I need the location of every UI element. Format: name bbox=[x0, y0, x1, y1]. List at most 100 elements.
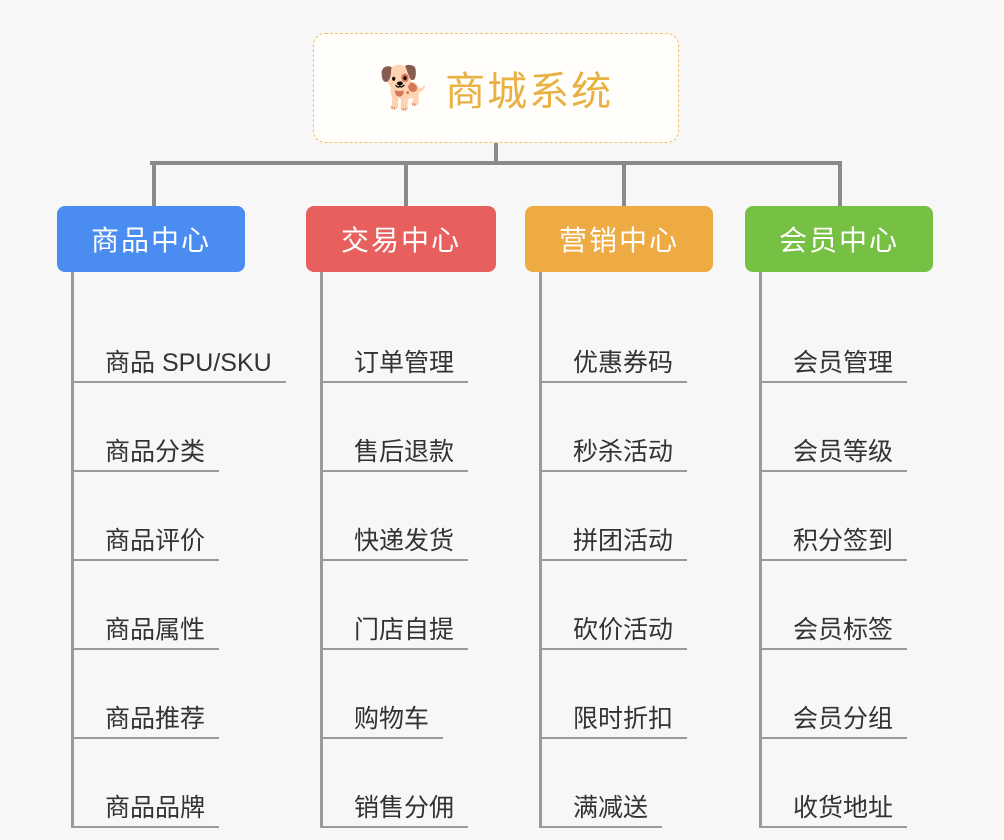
leaf-item-label: 满减送 bbox=[573, 793, 649, 822]
leaf-item-label: 会员管理 bbox=[793, 348, 894, 377]
leaf-item-underline bbox=[320, 559, 468, 561]
leaf-item-label: 秒杀活动 bbox=[573, 437, 674, 466]
leaf-item-label: 优惠券码 bbox=[573, 348, 674, 377]
branch-trunk-trade-center bbox=[320, 272, 323, 828]
leaf-item-underline bbox=[759, 470, 907, 472]
branch-header-marketing-center[interactable]: 营销中心 bbox=[525, 206, 713, 272]
leaf-list-trade-center: 订单管理售后退款快递发货门店自提购物车销售分佣 bbox=[320, 272, 496, 828]
leaf-item-underline bbox=[539, 559, 687, 561]
leaf-item-underline bbox=[539, 381, 687, 383]
leaf-item-label: 商品 SPU/SKU bbox=[105, 348, 272, 377]
branch-column-trade-center: 交易中心订单管理售后退款快递发货门店自提购物车销售分佣 bbox=[306, 206, 496, 828]
leaf-item-label: 会员等级 bbox=[793, 437, 894, 466]
root-node-title: 商城系统 bbox=[445, 70, 614, 114]
leaf-item-label: 售后退款 bbox=[354, 437, 455, 466]
leaf-list-product-center: 商品 SPU/SKU 商品分类商品评价商品属性商品推荐商品品牌 bbox=[71, 272, 286, 828]
connector-branch-stem-marketing-center bbox=[622, 161, 626, 209]
leaf-item[interactable]: 会员管理 bbox=[759, 294, 933, 383]
leaf-list-member-center: 会员管理会员等级积分签到会员标签会员分组收货地址 bbox=[759, 272, 933, 828]
leaf-list-marketing-center: 优惠券码秒杀活动拼团活动砍价活动限时折扣满减送 bbox=[539, 272, 713, 828]
leaf-item[interactable]: 商品评价 bbox=[71, 472, 245, 561]
leaf-item-label: 商品评价 bbox=[105, 526, 206, 555]
leaf-item[interactable]: 售后退款 bbox=[320, 383, 496, 472]
leaf-item-underline bbox=[759, 737, 907, 739]
leaf-item-label: 商品属性 bbox=[105, 615, 206, 644]
branch-column-member-center: 会员中心会员管理会员等级积分签到会员标签会员分组收货地址 bbox=[745, 206, 933, 828]
leaf-item[interactable]: 满减送 bbox=[539, 739, 713, 828]
leaf-item-label: 会员分组 bbox=[793, 704, 894, 733]
branch-column-product-center: 商品中心商品 SPU/SKU 商品分类商品评价商品属性商品推荐商品品牌 bbox=[57, 206, 286, 828]
leaf-item[interactable]: 商品分类 bbox=[71, 383, 245, 472]
leaf-item[interactable]: 会员分组 bbox=[759, 650, 933, 739]
leaf-item-underline bbox=[71, 381, 286, 383]
leaf-item-underline bbox=[759, 648, 907, 650]
leaf-item[interactable]: 收货地址 bbox=[759, 739, 933, 828]
leaf-item-underline bbox=[320, 381, 468, 383]
leaf-item-label: 订单管理 bbox=[354, 348, 455, 377]
leaf-item[interactable]: 会员等级 bbox=[759, 383, 933, 472]
leaf-item-underline bbox=[71, 826, 219, 828]
leaf-item[interactable]: 商品 SPU/SKU bbox=[71, 294, 286, 383]
leaf-item-underline bbox=[320, 737, 443, 739]
branch-header-label: 营销中心 bbox=[558, 225, 679, 256]
leaf-item-underline bbox=[71, 470, 219, 472]
shiba-dog-face-icon: 🐕 bbox=[378, 64, 432, 111]
leaf-item[interactable]: 商品推荐 bbox=[71, 650, 245, 739]
leaf-item[interactable]: 拼团活动 bbox=[539, 472, 713, 561]
leaf-item[interactable]: 限时折扣 bbox=[539, 650, 713, 739]
connector-branch-stem-trade-center bbox=[404, 161, 408, 209]
leaf-item-underline bbox=[71, 559, 219, 561]
branch-header-label: 商品中心 bbox=[90, 225, 211, 256]
branch-trunk-product-center bbox=[71, 272, 74, 828]
connector-root-stem bbox=[494, 143, 498, 164]
leaf-item-label: 商品分类 bbox=[105, 437, 206, 466]
leaf-item-underline bbox=[320, 648, 468, 650]
leaf-item-label: 限时折扣 bbox=[573, 704, 674, 733]
branch-header-member-center[interactable]: 会员中心 bbox=[745, 206, 933, 272]
leaf-item-underline bbox=[759, 381, 907, 383]
leaf-item[interactable]: 积分签到 bbox=[759, 472, 933, 561]
branch-header-label: 会员中心 bbox=[778, 225, 899, 256]
leaf-item[interactable]: 购物车 bbox=[320, 650, 496, 739]
branch-header-label: 交易中心 bbox=[340, 225, 461, 256]
leaf-item-label: 门店自提 bbox=[354, 615, 455, 644]
leaf-item[interactable]: 快递发货 bbox=[320, 472, 496, 561]
branch-header-trade-center[interactable]: 交易中心 bbox=[306, 206, 496, 272]
leaf-item-label: 购物车 bbox=[354, 704, 430, 733]
leaf-item[interactable]: 门店自提 bbox=[320, 561, 496, 650]
leaf-item[interactable]: 砍价活动 bbox=[539, 561, 713, 650]
leaf-item-underline bbox=[759, 559, 907, 561]
leaf-item-underline bbox=[320, 826, 468, 828]
connector-branch-stem-member-center bbox=[838, 161, 842, 209]
leaf-item-underline bbox=[539, 470, 687, 472]
connector-horizontal-bus bbox=[150, 161, 840, 165]
leaf-item[interactable]: 会员标签 bbox=[759, 561, 933, 650]
leaf-item[interactable]: 订单管理 bbox=[320, 294, 496, 383]
leaf-item-underline bbox=[539, 648, 687, 650]
leaf-item[interactable]: 商品属性 bbox=[71, 561, 245, 650]
leaf-item-label: 积分签到 bbox=[793, 526, 894, 555]
leaf-item-label: 会员标签 bbox=[793, 615, 894, 644]
leaf-item-underline bbox=[71, 648, 219, 650]
leaf-item-underline bbox=[71, 737, 219, 739]
leaf-item-underline bbox=[539, 737, 687, 739]
leaf-item[interactable]: 销售分佣 bbox=[320, 739, 496, 828]
leaf-item-label: 收货地址 bbox=[793, 793, 894, 822]
branch-trunk-member-center bbox=[759, 272, 762, 828]
leaf-item-label: 拼团活动 bbox=[573, 526, 674, 555]
root-node-mall-system[interactable]: 🐕 商城系统 bbox=[313, 33, 679, 143]
branch-header-product-center[interactable]: 商品中心 bbox=[57, 206, 245, 272]
leaf-item-label: 商品品牌 bbox=[105, 793, 206, 822]
leaf-item-underline bbox=[759, 826, 907, 828]
leaf-item-label: 销售分佣 bbox=[354, 793, 455, 822]
leaf-item[interactable]: 优惠券码 bbox=[539, 294, 713, 383]
branch-column-marketing-center: 营销中心优惠券码秒杀活动拼团活动砍价活动限时折扣满减送 bbox=[525, 206, 713, 828]
leaf-item-label: 快递发货 bbox=[354, 526, 455, 555]
leaf-item-underline bbox=[320, 470, 468, 472]
leaf-item[interactable]: 秒杀活动 bbox=[539, 383, 713, 472]
connector-branch-stem-product-center bbox=[152, 161, 156, 209]
leaf-item-label: 商品推荐 bbox=[105, 704, 206, 733]
leaf-item[interactable]: 商品品牌 bbox=[71, 739, 245, 828]
leaf-item-underline bbox=[539, 826, 662, 828]
